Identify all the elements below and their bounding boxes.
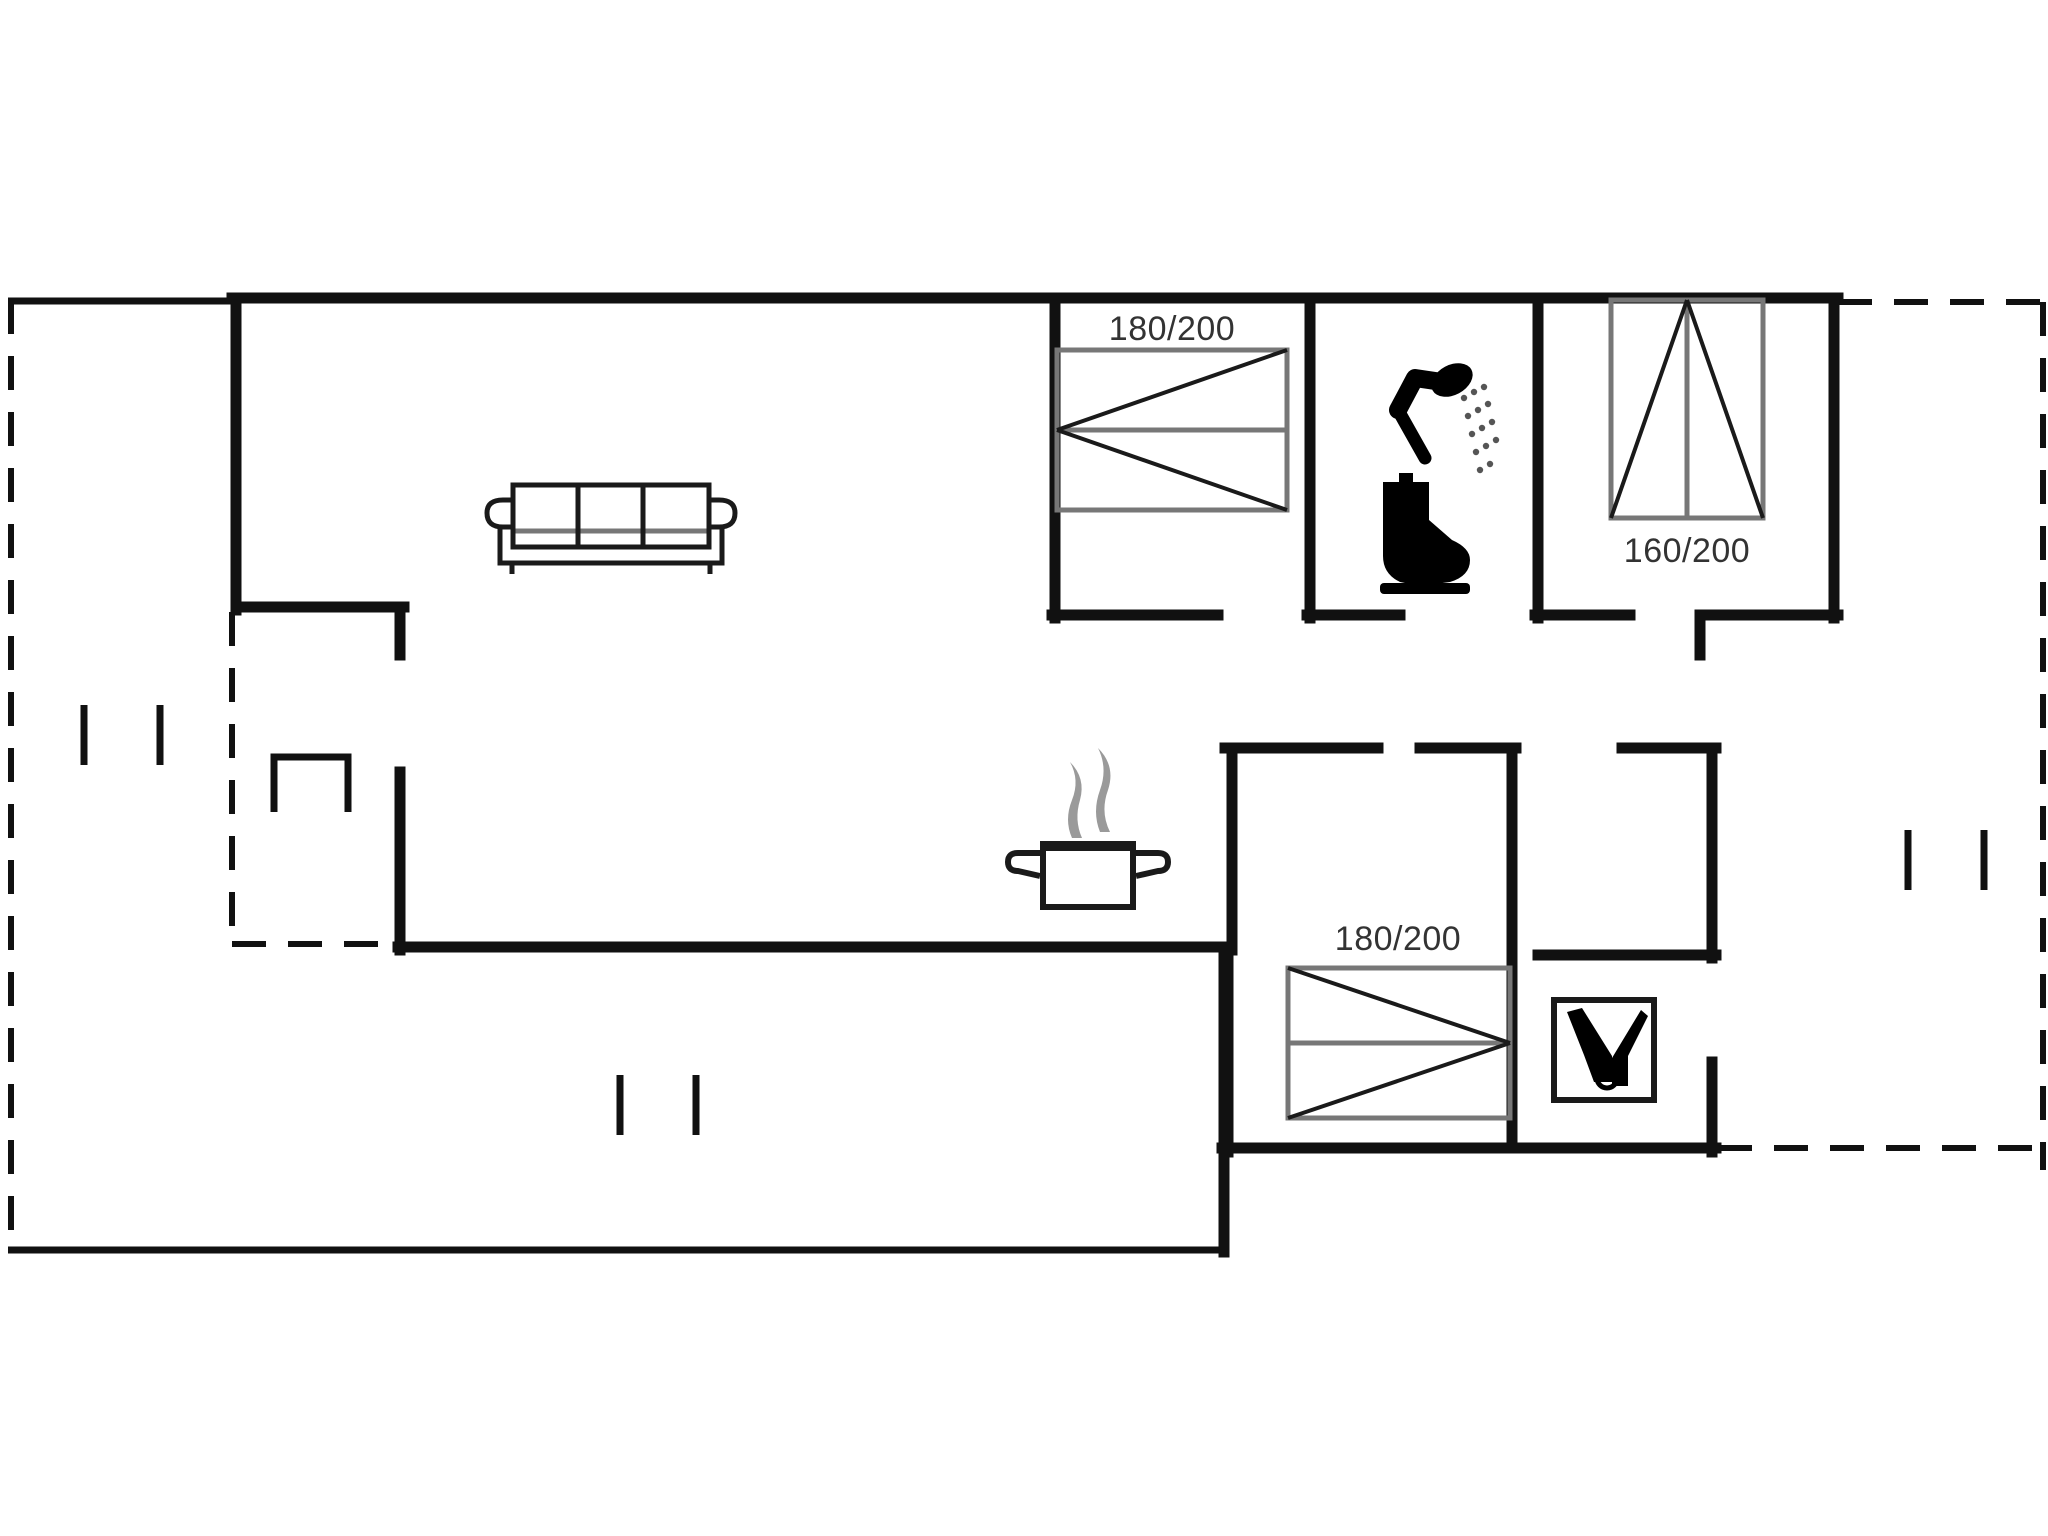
pot-handle-right (1135, 850, 1171, 879)
sofa-arm-right (709, 497, 738, 530)
double-bed-icon-upper (1054, 347, 1290, 513)
thin-perimeter-group (8, 297, 1222, 1254)
shower-spray (1460, 383, 1500, 474)
pot-rim (1040, 841, 1136, 851)
sofa-arm-left (484, 497, 513, 530)
sofa-backrest (510, 482, 712, 534)
steam-wisp-right (1096, 748, 1111, 832)
washing-machine-icon (1551, 997, 1657, 1103)
bed-lower-dimension-label: 180/200 (1335, 920, 1461, 958)
cleaning-tool-right (1612, 1010, 1648, 1086)
cooking-pot-icon (1005, 748, 1171, 910)
bed-right-diagonal-left (1609, 299, 1689, 519)
structural-walls-group (226, 292, 1844, 1258)
double-bed-vertical-icon (1608, 297, 1766, 521)
bed-lower-diagonal-bottom (1287, 1041, 1511, 1120)
bed-right-dimension-label: 160/200 (1624, 532, 1750, 570)
shower-head (1431, 363, 1473, 397)
bed-upper-diagonal-top (1056, 348, 1288, 432)
bed-upper-dimension-label: 180/200 (1109, 310, 1235, 348)
toilet-bowl (1383, 520, 1470, 586)
pot-body (1040, 842, 1136, 910)
steam-icon (1068, 748, 1111, 838)
shower-head-icon (1389, 363, 1500, 474)
pot-handle-left (1005, 850, 1041, 879)
bed-lower-diagonal-top (1287, 966, 1511, 1045)
opening-ticks-group (80, 705, 1988, 1135)
bed-upper-diagonal-bottom (1056, 428, 1288, 512)
toilet-icon (1380, 473, 1470, 594)
niche-outline (270, 753, 352, 812)
dashed-outline-group (8, 299, 2046, 1250)
sofa-seat-block (510, 482, 712, 550)
cleaning-tool-left (1567, 1008, 1612, 1082)
toilet-flush-button (1399, 473, 1413, 484)
toilet-base (1380, 583, 1470, 594)
sofa-icon (484, 482, 738, 574)
bed-right-diagonal-right (1685, 299, 1765, 519)
step-niche-shape (270, 753, 352, 812)
steam-wisp-left (1068, 762, 1082, 838)
shower-arm-lower (1391, 403, 1432, 465)
double-bed-icon-lower (1285, 965, 1513, 1121)
